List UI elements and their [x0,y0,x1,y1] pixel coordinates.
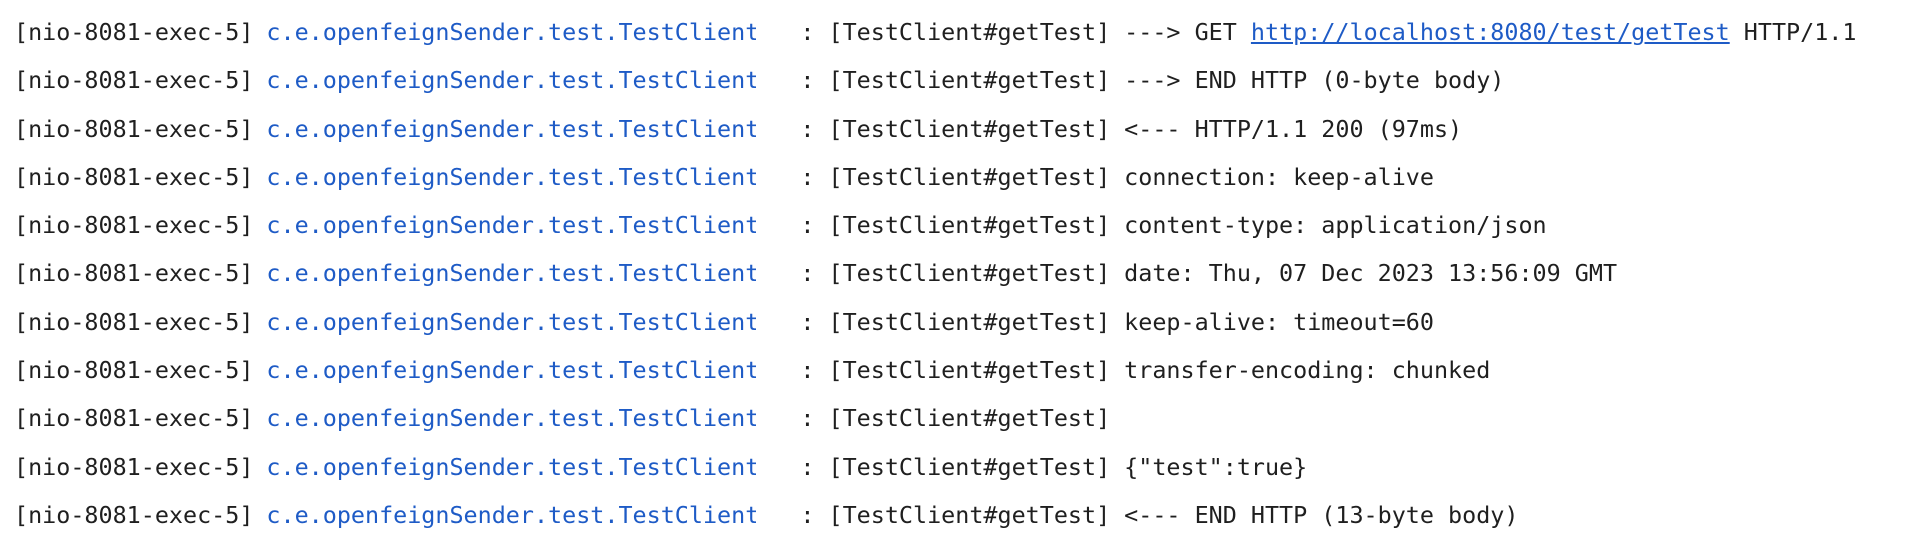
thread-name: [nio-8081-exec-5] [14,307,254,336]
log-message: <--- HTTP/1.1 200 (97ms) [1124,114,1463,143]
thread-name: [nio-8081-exec-5] [14,356,254,385]
log-context: [TestClient#getTest] [828,500,1111,529]
log-message: <--- END HTTP (13-byte body) [1124,500,1519,529]
thread-name: [nio-8081-exec-5] [14,162,254,191]
log-line: [nio-8081-exec-5] c.e.openfeignSender.te… [14,153,1930,201]
logger-name: c.e.openfeignSender.test.TestClient [266,211,757,240]
thread-name: [nio-8081-exec-5] [14,452,254,481]
thread-name: [nio-8081-exec-5] [14,114,254,143]
log-message: {"test":true} [1124,452,1308,481]
request-url-link[interactable]: http://localhost:8080/test/getTest [1250,18,1730,46]
log-line: [nio-8081-exec-5] c.e.openfeignSender.te… [14,394,1930,442]
separator: : [800,259,815,288]
log-line: [nio-8081-exec-5] c.e.openfeignSender.te… [14,201,1930,249]
separator: : [800,211,815,240]
log-context: [TestClient#getTest] [828,307,1111,336]
log-context: [TestClient#getTest] [828,18,1111,46]
log-context: [TestClient#getTest] [828,356,1111,385]
logger-name: c.e.openfeignSender.test.TestClient [266,404,757,433]
thread-name: [nio-8081-exec-5] [14,211,254,240]
separator: : [800,114,815,143]
log-message: connection: keep-alive [1124,162,1434,191]
log-message: date: Thu, 07 Dec 2023 13:56:09 GMT [1124,259,1618,288]
logger-name: c.e.openfeignSender.test.TestClient [266,66,757,95]
log-context: [TestClient#getTest] [828,211,1111,240]
log-line: [nio-8081-exec-5] c.e.openfeignSender.te… [14,56,1930,104]
separator: : [800,66,815,95]
log-message: ---> GET http://localhost:8080/test/getT… [1124,8,1856,56]
thread-name: [nio-8081-exec-5] [14,404,254,433]
log-message-prefix: ---> GET [1124,18,1251,46]
log-line: [nio-8081-exec-5] c.e.openfeignSender.te… [14,249,1930,297]
log-message: transfer-encoding: chunked [1124,356,1491,385]
thread-name: [nio-8081-exec-5] [14,259,254,288]
thread-name: [nio-8081-exec-5] [14,18,254,46]
log-message: ---> END HTTP (0-byte body) [1124,66,1505,95]
separator: : [800,404,815,433]
log-line: [nio-8081-exec-5] c.e.openfeignSender.te… [14,443,1930,491]
separator: : [800,452,815,481]
logger-name: c.e.openfeignSender.test.TestClient [266,114,757,143]
logger-name: c.e.openfeignSender.test.TestClient [266,452,757,481]
logger-name: c.e.openfeignSender.test.TestClient [266,259,757,288]
separator: : [800,18,815,46]
separator: : [800,162,815,191]
logger-name: c.e.openfeignSender.test.TestClient [266,307,757,336]
log-context: [TestClient#getTest] [828,162,1111,191]
thread-name: [nio-8081-exec-5] [14,66,254,95]
log-context: [TestClient#getTest] [828,66,1111,95]
log-message-suffix: HTTP/1.1 [1729,18,1857,46]
log-line: [nio-8081-exec-5] c.e.openfeignSender.te… [14,105,1930,153]
log-line: [nio-8081-exec-5] c.e.openfeignSender.te… [14,298,1930,346]
log-line: [nio-8081-exec-5] c.e.openfeignSender.te… [14,346,1930,394]
log-context: [TestClient#getTest] [828,452,1111,481]
log-message: content-type: application/json [1124,211,1547,240]
logger-name: c.e.openfeignSender.test.TestClient [266,18,757,46]
logger-name: c.e.openfeignSender.test.TestClient [266,162,757,191]
separator: : [800,356,815,385]
log-line: [nio-8081-exec-5] c.e.openfeignSender.te… [14,8,1930,56]
thread-name: [nio-8081-exec-5] [14,500,254,529]
log-context: [TestClient#getTest] [828,259,1111,288]
separator: : [800,500,815,529]
logger-name: c.e.openfeignSender.test.TestClient [266,500,757,529]
log-line: [nio-8081-exec-5] c.e.openfeignSender.te… [14,491,1930,539]
log-context: [TestClient#getTest] [828,404,1111,433]
separator: : [800,307,815,336]
log-context: [TestClient#getTest] [828,114,1111,143]
logger-name: c.e.openfeignSender.test.TestClient [266,356,757,385]
log-message: keep-alive: timeout=60 [1124,307,1434,336]
